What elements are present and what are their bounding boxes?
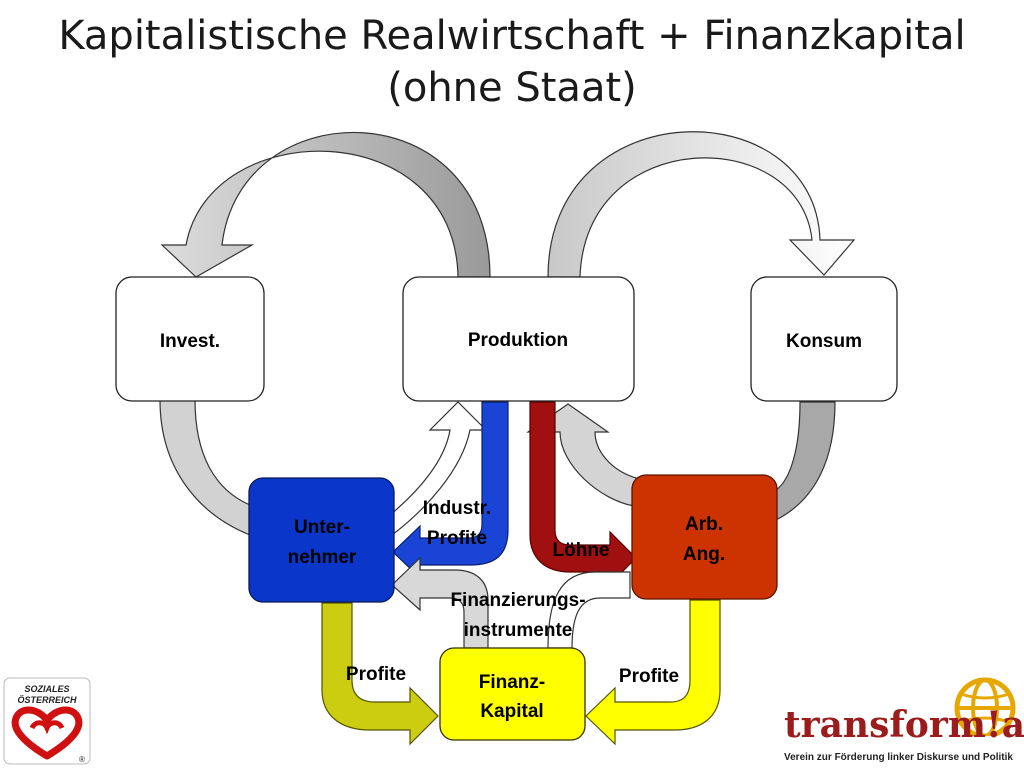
heart-logo-icon: SOZIALES ÖSTERREICH ® <box>3 677 91 765</box>
node-unternehmer-label-1: Unter- <box>294 517 350 538</box>
arrow-finanzierungsinstrumente <box>391 556 489 649</box>
slide-title-line-1: Kapitalistische Realwirtschaft + Finanzk… <box>58 13 966 59</box>
node-arbeitnehmer-label-1: Arb. <box>685 514 723 535</box>
node-finanzkapital-label-1: Finanz- <box>479 672 546 693</box>
arrow-produktion-to-invest <box>160 131 491 278</box>
node-finanzkapital-label-2: Kapital <box>480 701 543 722</box>
node-produktion-label: Produktion <box>468 330 568 351</box>
slide-title: Kapitalistische Realwirtschaft + Finanzk… <box>0 10 1024 114</box>
node-konsum: Konsum <box>750 276 898 402</box>
label-finanzierung-1: Finanzierungs- <box>450 590 585 611</box>
label-profite-left: Profite <box>346 664 406 685</box>
arrow-profite-left <box>321 602 439 746</box>
transform-wordmark: transform!at <box>784 704 1024 746</box>
arrow-invest-to-unternehmer <box>159 399 251 536</box>
arrow-arbeitnehmer-to-finanzkapital <box>547 571 631 649</box>
arrow-profite-right <box>585 599 721 746</box>
label-profite-right: Profite <box>619 666 679 687</box>
arrow-konsum-to-arbeitnehmer <box>775 401 836 521</box>
arrow-produktion-to-konsum <box>547 131 856 278</box>
transform-at-logo: transform!at Verein zur Förderung linker… <box>780 672 1024 768</box>
soziales-oesterreich-logo: SOZIALES ÖSTERREICH ® <box>2 676 92 766</box>
slide-title-line-2: (ohne Staat) <box>387 65 637 111</box>
label-finanzierung-2: instrumente <box>464 620 573 641</box>
logo-left-line-1: SOZIALES <box>24 684 69 694</box>
logo-left-registered: ® <box>79 755 85 764</box>
node-arbeitnehmer: Arb. Ang. <box>631 474 778 600</box>
node-konsum-label: Konsum <box>786 331 862 352</box>
node-arbeitnehmer-label-2: Ang. <box>683 544 725 565</box>
node-produktion: Produktion <box>402 276 635 402</box>
node-unternehmer-label-2: nehmer <box>288 547 357 568</box>
label-industr-profite-1: Industr. <box>423 498 492 519</box>
node-invest: Invest. <box>115 276 265 402</box>
logo-left-line-2: ÖSTERREICH <box>17 695 77 705</box>
node-unternehmer: Unter- nehmer <box>248 477 395 603</box>
label-industr-profite-2: Profite <box>427 528 487 549</box>
node-invest-label: Invest. <box>160 331 220 352</box>
label-loehne: Löhne <box>553 540 610 561</box>
node-finanzkapital: Finanz- Kapital <box>439 647 586 741</box>
transform-tagline: Verein zur Förderung linker Diskurse und… <box>784 752 1013 763</box>
globe-icon <box>954 677 1016 736</box>
